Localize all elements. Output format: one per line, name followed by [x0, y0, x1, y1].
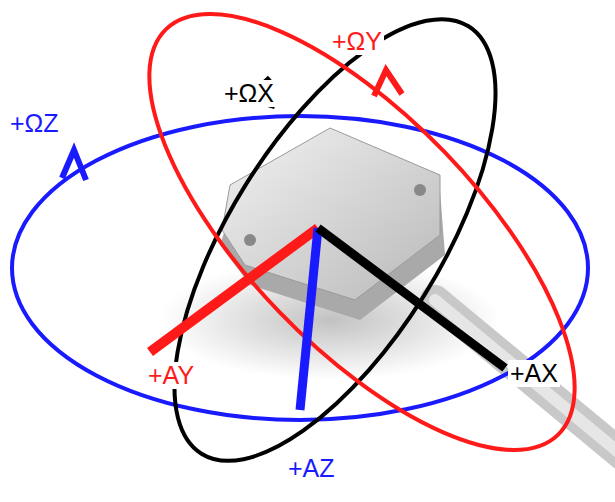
y-axis — [150, 228, 318, 352]
rotation-z-ring — [12, 116, 588, 420]
x-axis — [318, 228, 505, 368]
mounting-hole — [244, 234, 256, 246]
cable — [435, 300, 615, 470]
rotation-arrowhead — [374, 70, 402, 96]
z-axis — [300, 228, 318, 410]
axis-label: +AX — [508, 360, 560, 387]
axis-label: +AY — [146, 362, 196, 389]
rotation-x-ring — [112, 0, 557, 502]
rotation-arrowhead — [62, 150, 86, 180]
rotation-label: +ΩX — [222, 80, 276, 107]
rotation-label: +ΩY — [330, 28, 384, 55]
rotation-y-ring — [83, 0, 615, 502]
mounting-hole — [414, 184, 426, 196]
rotation-label: +ΩZ — [8, 110, 61, 137]
cable-highlight — [435, 300, 615, 470]
axis-label: +AZ — [286, 455, 337, 482]
